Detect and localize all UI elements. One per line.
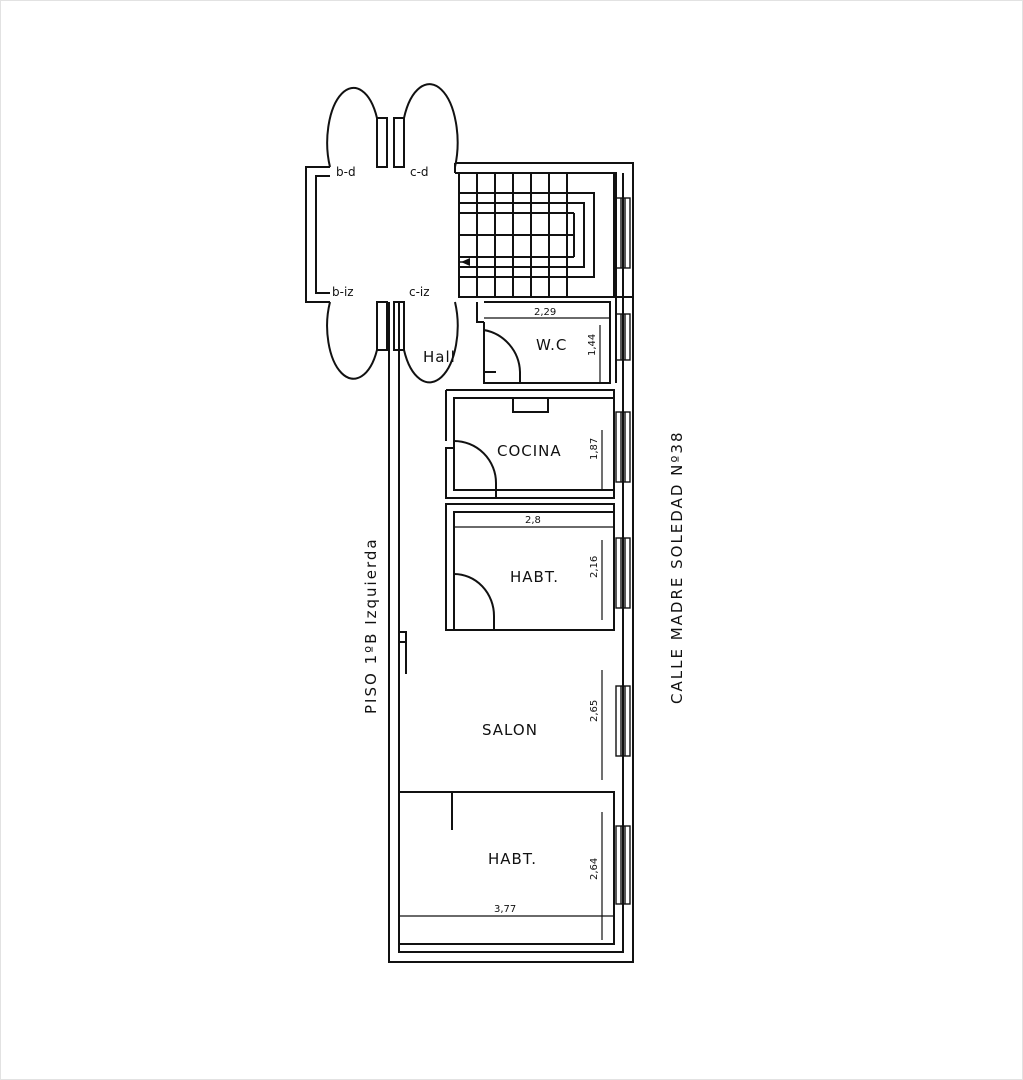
room-label-hall: Hall — [423, 348, 456, 366]
street-caption: CALLE MADRE SOLEDAD Nº38 — [668, 430, 686, 704]
stair-arrow-icon — [461, 258, 470, 266]
cocina-room — [445, 389, 615, 499]
room-label-habt-1: HABT. — [510, 568, 559, 586]
dim-wc-height: 1,44 — [587, 334, 598, 356]
room-label-cocina: COCINA — [497, 442, 562, 460]
dim-habt1-width: 2,8 — [525, 515, 541, 526]
plan-title: PISO 1ºB Izquierda — [362, 537, 380, 714]
landing — [305, 83, 459, 384]
dim-habt2-height: 2,64 — [589, 858, 600, 880]
room-label-salon: SALON — [482, 721, 538, 739]
landing-label-bd: b-d — [336, 165, 356, 179]
dim-habt1-height: 2,16 — [589, 556, 600, 578]
landing-label-biz: b-iz — [332, 285, 354, 299]
dim-habt2-width: 3,77 — [494, 904, 516, 915]
wc-room — [476, 301, 611, 384]
landing-label-cd: c-d — [410, 165, 429, 179]
room-label-habt-2: HABT. — [488, 850, 537, 868]
dim-wc-width: 2,29 — [534, 307, 556, 318]
room-label-wc: W.C — [536, 336, 567, 354]
dim-cocina-height: 1,87 — [589, 438, 600, 460]
landing-label-ciz: c-iz — [409, 285, 430, 299]
salon-room — [399, 631, 603, 780]
staircase — [458, 172, 615, 298]
windows — [615, 197, 631, 905]
habt-room-1 — [445, 503, 615, 631]
dim-salon-height: 2,65 — [589, 700, 600, 722]
habt-room-2 — [398, 791, 615, 945]
